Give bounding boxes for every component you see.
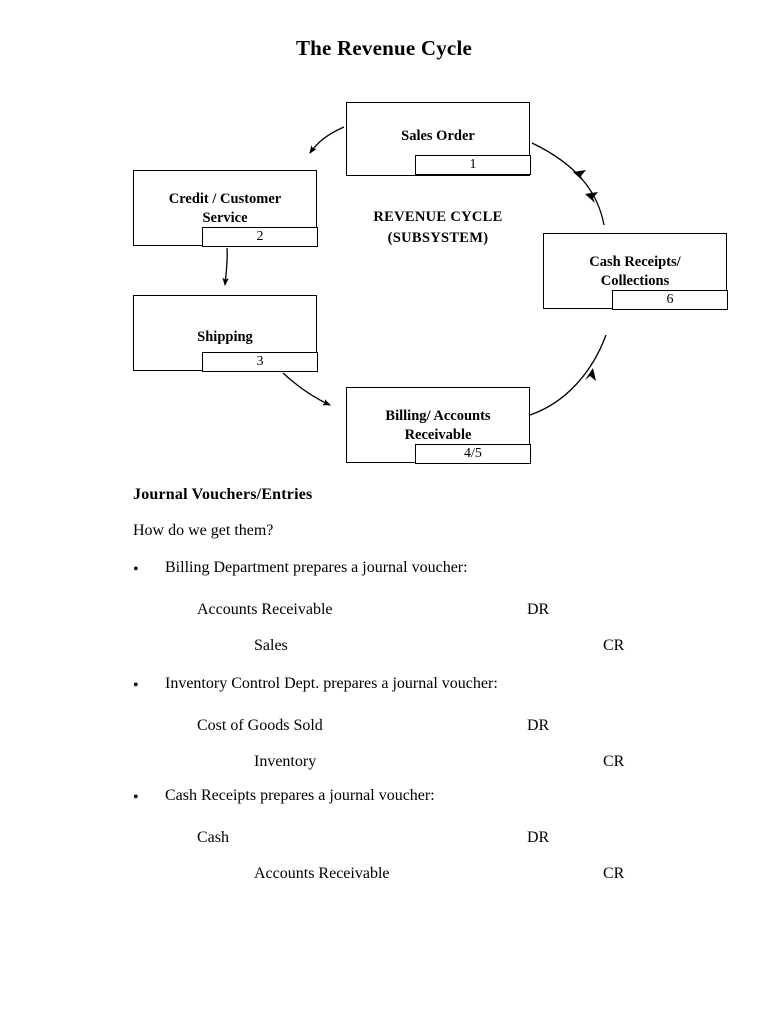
cycle-arrow-layer (222, 126, 607, 416)
node-credit-customer-service-label: Credit / Customer Service (168, 191, 282, 227)
arrow-credit-to-shipping (222, 247, 229, 286)
arrow-sales-order-to-credit (309, 126, 345, 154)
entry-account-name: Inventory (254, 753, 317, 770)
arrowhead-cash-to-sales-order-b (585, 192, 598, 203)
arrow-billing-to-cash (529, 334, 607, 416)
node-shipping-number: 3 (202, 352, 318, 372)
section-heading: Journal Vouchers/Entries (133, 486, 313, 503)
entry-account-name: Cost of Goods Sold (197, 717, 323, 734)
node-billing-accounts-receivable-label: Billing/ Accounts Receivable (385, 408, 491, 444)
entry-side-label: CR (603, 637, 625, 654)
revenue-cycle-diagram: Sales Order 1 Credit / Customer Service … (0, 85, 768, 485)
arrowhead-billing-to-cash (585, 368, 596, 381)
node-cash-receipts-collections-number: 6 (612, 290, 728, 310)
entry-side-label: CR (603, 865, 625, 882)
node-credit-customer-service-number: 2 (202, 227, 318, 247)
bullet-text: Billing Department prepares a journal vo… (165, 559, 468, 576)
page-title: The Revenue Cycle (295, 36, 473, 60)
arrowhead-cash-to-sales-order-a (573, 170, 586, 181)
entry-side-label: DR (527, 829, 550, 846)
bullet-dot-icon: • (133, 789, 139, 806)
entry-account-name: Cash (197, 829, 229, 846)
node-billing-accounts-receivable-number: 4/5 (415, 444, 531, 464)
arrow-cash-to-sales-order (531, 142, 605, 226)
diagram-center-caption: REVENUE CYCLE (SUBSYSTEM) (373, 209, 503, 246)
entry-side-label: DR (527, 601, 550, 618)
lead-question: How do we get them? (133, 522, 274, 539)
node-shipping-label: Shipping (197, 329, 253, 345)
bullet-dot-icon: • (133, 561, 139, 578)
entry-account-name: Sales (254, 637, 288, 654)
entry-account-name: Accounts Receivable (197, 601, 333, 618)
bullet-text: Cash Receipts prepares a journal voucher… (165, 787, 435, 804)
bullet-text: Inventory Control Dept. prepares a journ… (165, 675, 498, 692)
node-sales-order-number: 1 (415, 155, 531, 175)
node-cash-receipts-collections-label: Cash Receipts/ Collections (589, 254, 681, 290)
entry-account-name: Accounts Receivable (254, 865, 390, 882)
entry-side-label: CR (603, 753, 625, 770)
node-sales-order-label: Sales Order (401, 128, 475, 144)
entry-side-label: DR (527, 717, 550, 734)
bullet-dot-icon: • (133, 677, 139, 694)
arrow-shipping-to-billing (282, 372, 331, 406)
